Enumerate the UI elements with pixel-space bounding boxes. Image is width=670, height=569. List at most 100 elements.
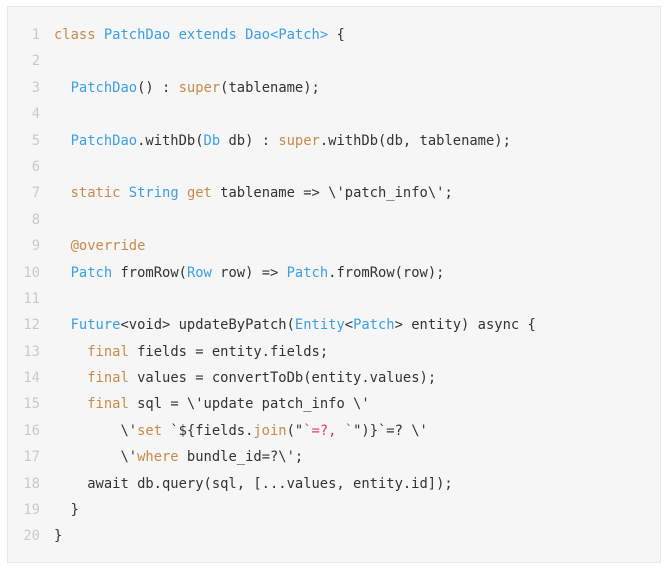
line-code: }	[54, 497, 79, 523]
code-token: `${fields.	[162, 422, 254, 439]
code-line: 3 PatchDao() : super(tablename);	[8, 75, 660, 101]
code-token: where	[137, 449, 179, 466]
code-token: sql = \'update patch_info \'	[128, 396, 370, 413]
line-number: 18	[23, 475, 40, 492]
line-code: \'set `${fields.join("`=?, `")}`=? \'	[54, 418, 427, 444]
line-code: PatchDao.withDb(Db db) : super.withDb(db…	[54, 128, 511, 154]
code-token: <	[344, 317, 354, 334]
code-token	[54, 185, 71, 201]
code-token: }	[54, 528, 63, 545]
code-token	[170, 27, 178, 43]
code-token: Db	[203, 132, 221, 149]
code-token: join	[253, 422, 287, 439]
code-line: 8	[8, 207, 660, 233]
line-code: @override	[54, 233, 146, 259]
code-token	[54, 238, 71, 254]
code-line: 15 final sql = \'update patch_info \'	[8, 391, 660, 417]
line-number: 2	[31, 53, 40, 70]
code-token: () :	[137, 79, 179, 96]
code-line: 9 @override	[8, 233, 660, 259]
code-line: 10 Patch fromRow(Row row) => Patch.fromR…	[8, 260, 660, 286]
code-token	[54, 370, 87, 386]
code-token: (tablename);	[220, 79, 320, 96]
code-token: .withDb(db, tablename);	[319, 132, 511, 149]
code-token: extends	[178, 27, 237, 43]
line-code: class PatchDao extends Dao<Patch> {	[54, 22, 345, 48]
line-code: await db.query(sql, [...values, entity.i…	[54, 471, 453, 497]
code-token: }	[54, 502, 79, 519]
code-token: .fromRow(row);	[328, 264, 445, 281]
code-token: Dao<Patch>	[245, 27, 329, 43]
line-code: final sql = \'update patch_info \'	[54, 391, 370, 417]
code-token	[237, 27, 245, 43]
line-number: 9	[31, 238, 40, 255]
line-code: }	[54, 523, 62, 549]
code-token	[54, 80, 71, 96]
code-line: 13 final fields = entity.fields;	[8, 339, 660, 365]
code-line: 16 \'set `${fields.join("`=?, `")}`=? \'	[8, 418, 660, 444]
code-token: tablename => \'patch_info\';	[211, 185, 453, 202]
line-number: 5	[31, 132, 40, 149]
code-line: 17 \'where bundle_id=?\';	[8, 444, 660, 470]
code-token	[54, 396, 87, 412]
code-token: PatchDao	[70, 79, 138, 96]
line-code: final fields = entity.fields;	[54, 339, 328, 365]
code-token	[54, 317, 71, 333]
code-token: \'	[54, 422, 138, 439]
code-token: > entity) async {	[394, 317, 536, 334]
code-token: db) :	[220, 132, 279, 149]
line-number: 6	[31, 158, 40, 175]
line-code: \'where bundle_id=?\';	[54, 444, 303, 470]
code-token	[54, 344, 87, 360]
code-token: Future	[70, 317, 121, 334]
code-line: 12 Future<void> updateByPatch(Entity<Pat…	[8, 312, 660, 338]
code-line: 7 static String get tablename => \'patch…	[8, 180, 660, 206]
code-token: get	[186, 185, 212, 202]
code-line: 18 await db.query(sql, [...values, entit…	[8, 471, 660, 497]
line-code: Patch fromRow(Row row) => Patch.fromRow(…	[54, 260, 445, 286]
code-token	[54, 133, 71, 149]
code-line: 11	[8, 286, 660, 312]
line-number: 12	[23, 317, 40, 334]
line-code: Future<void> updateByPatch(Entity<Patch>…	[54, 312, 536, 338]
line-number: 15	[23, 396, 40, 413]
code-token: final	[87, 396, 129, 413]
code-token: `=?, `	[303, 422, 354, 439]
code-token: values = convertToDb(entity.values);	[128, 370, 437, 387]
code-token	[96, 27, 104, 43]
code-token: class	[54, 27, 96, 43]
code-line: 1 class PatchDao extends Dao<Patch> {	[8, 22, 660, 48]
code-token	[120, 185, 128, 201]
code-token: fromRow(	[112, 264, 187, 281]
line-number: 1	[31, 27, 40, 43]
line-number: 3	[31, 79, 40, 96]
code-token: String	[128, 185, 179, 202]
code-token: @override	[70, 238, 146, 255]
line-number: 10	[23, 264, 40, 281]
code-token: await db.query(sql, [...values, entity.i…	[54, 475, 453, 492]
line-number: 13	[23, 343, 40, 360]
code-line: 5 PatchDao.withDb(Db db) : super.withDb(…	[8, 128, 660, 154]
line-number: 8	[31, 211, 40, 228]
code-token: final	[87, 370, 129, 387]
code-token: \'	[54, 449, 138, 466]
code-token: super	[178, 79, 221, 96]
line-number: 14	[23, 370, 40, 387]
line-number: 4	[31, 106, 40, 123]
code-line: 20}	[8, 523, 660, 549]
code-line: 14 final values = convertToDb(entity.val…	[8, 365, 660, 391]
line-code: static String get tablename => \'patch_i…	[54, 180, 453, 206]
code-token: Entity	[294, 317, 345, 334]
code-token: Patch	[286, 264, 329, 281]
code-token: {	[328, 27, 345, 43]
code-line: 6	[8, 154, 660, 180]
code-token: .withDb(	[137, 132, 204, 149]
code-token: fields = entity.fields;	[128, 343, 329, 360]
code-token: static	[70, 185, 121, 202]
code-token: PatchDao	[70, 132, 138, 149]
line-code: PatchDao() : super(tablename);	[54, 75, 320, 101]
code-line: 19 }	[8, 497, 660, 523]
line-number: 11	[23, 290, 40, 307]
code-token: ("	[286, 422, 304, 439]
